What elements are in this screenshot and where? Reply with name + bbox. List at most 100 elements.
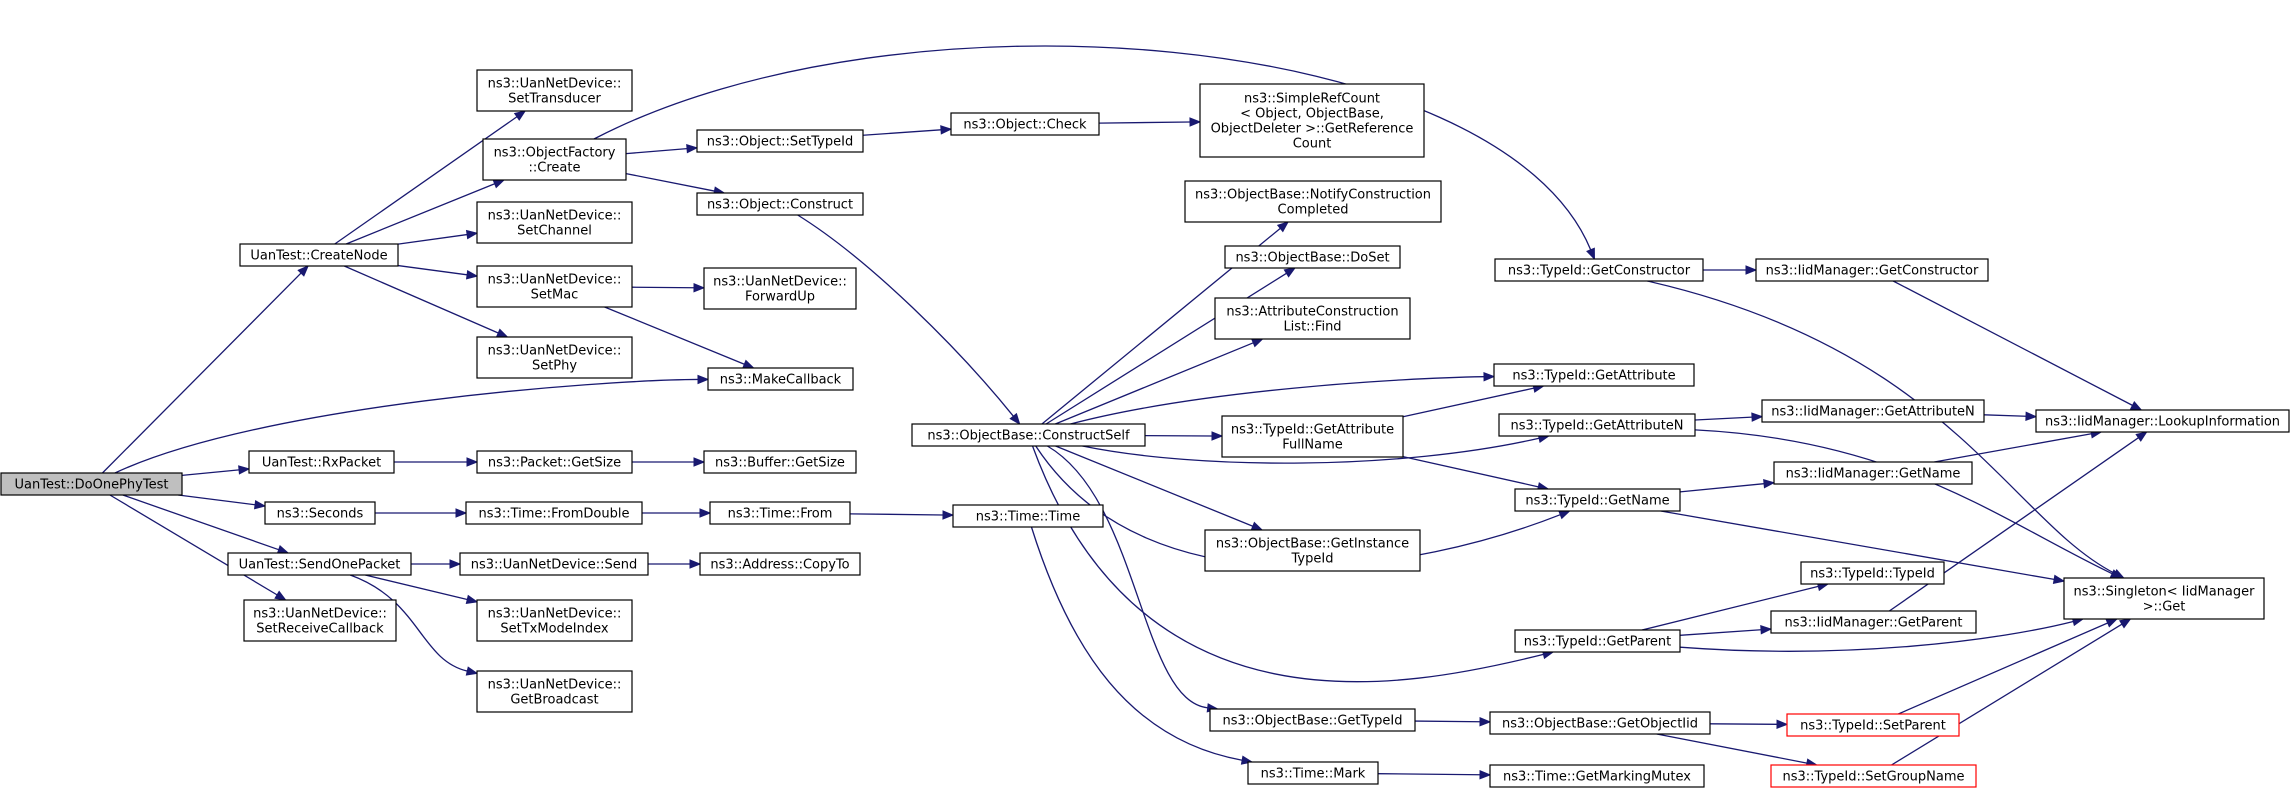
node-label: ns3::ObjectBase::NotifyConstruction: [1195, 188, 1431, 203]
node-getobjectiid[interactable]: ns3::ObjectBase::GetObjectIid: [1489, 711, 1711, 735]
node-notifyconstr[interactable]: ns3::ObjectBase::NotifyConstructionCompl…: [1184, 180, 1442, 223]
node-box: [709, 501, 851, 525]
arrowhead: [693, 457, 706, 467]
node-label: ns3::TypeId::GetName: [1525, 494, 1669, 509]
node-iidgetparent[interactable]: ns3::IidManager::GetParent: [1770, 610, 1977, 634]
node-makecallback[interactable]: ns3::MakeCallback: [707, 367, 854, 391]
edge-dophy-to-rxpacket: [181, 465, 251, 476]
node-label: Completed: [1278, 203, 1349, 218]
edge-iidgetconstr-to-lookupinfo: [1892, 280, 2143, 411]
edge-line: [1647, 280, 2116, 575]
node-getbroadcast[interactable]: ns3::UanNetDevice::GetBroadcast: [476, 670, 633, 713]
node-typeidtypeid[interactable]: ns3::TypeId::TypeId: [1800, 561, 1945, 585]
node-getattribute[interactable]: ns3::TypeId::GetAttribute: [1493, 363, 1695, 387]
node-constructself[interactable]: ns3::ObjectBase::ConstructSelf: [911, 423, 1146, 447]
node-construct[interactable]: ns3::Object::Construct: [696, 192, 864, 216]
node-getmarkingmutex[interactable]: ns3::Time::GetMarkingMutex: [1489, 764, 1705, 788]
node-label: FullName: [1282, 438, 1343, 453]
edge-settypeid-to-check: [862, 125, 953, 136]
node-getattributen[interactable]: ns3::TypeId::GetAttributeN: [1498, 413, 1696, 437]
arrowhead: [1760, 625, 1773, 635]
node-timemark[interactable]: ns3::Time::Mark: [1247, 761, 1379, 785]
arrowhead: [1763, 479, 1776, 489]
edge-createnode-to-setmac: [397, 264, 479, 280]
node-sendonepacket[interactable]: UanTest::SendOnePacket: [227, 552, 412, 576]
edge-dophy-to-setrecvcb: [109, 494, 287, 601]
node-box: [1489, 711, 1711, 735]
node-dophy[interactable]: UanTest::DoOnePhyTest: [0, 472, 183, 496]
node-settypeid[interactable]: ns3::Object::SetTypeId: [696, 129, 864, 153]
arrowhead: [297, 265, 310, 277]
node-refcount[interactable]: ns3::SimpleRefCount< Object, ObjectBase,…: [1199, 83, 1425, 158]
node-box: [1514, 629, 1681, 653]
node-objfactory[interactable]: ns3::ObjectFactory::Create: [482, 138, 627, 181]
node-box: [1770, 610, 1977, 634]
node-timefrom[interactable]: ns3::Time::From: [709, 501, 851, 525]
node-setrecvcb[interactable]: ns3::UanNetDevice::SetReceiveCallback: [243, 599, 397, 642]
edge-line: [797, 214, 1014, 417]
edge-line: [1694, 429, 2113, 575]
node-getconstructor[interactable]: ns3::TypeId::GetConstructor: [1494, 258, 1704, 282]
node-createnode[interactable]: UanTest::CreateNode: [239, 243, 399, 267]
node-label: ns3::TypeId::SetParent: [1800, 719, 1946, 734]
arrowhead: [942, 510, 955, 520]
edge-setgroupname-to-singletonget: [1891, 618, 2132, 766]
node-label: ns3::Time::GetMarkingMutex: [1503, 770, 1691, 785]
node-box: [1514, 488, 1681, 512]
node-iidgetconstr[interactable]: ns3::IidManager::GetConstructor: [1755, 258, 1989, 282]
node-check[interactable]: ns3::Object::Check: [950, 112, 1100, 136]
edge-constructself-to-getattribute: [1070, 371, 1496, 425]
node-setgroupname[interactable]: ns3::TypeId::SetGroupName: [1770, 764, 1977, 788]
edge-line: [1656, 733, 1808, 764]
node-rxpacket[interactable]: UanTest::RxPacket: [248, 450, 395, 474]
call-nodes: UanTest::DoOnePhyTest UanTest::CreateNode…: [0, 69, 2290, 788]
node-setphy[interactable]: ns3::UanNetDevice::SetPhy: [476, 336, 633, 379]
node-doset[interactable]: ns3::ObjectBase::DoSet: [1224, 245, 1401, 269]
node-iidgetattrn[interactable]: ns3::IidManager::GetAttributeN: [1761, 399, 1985, 423]
arrowhead: [697, 374, 710, 385]
node-settxmode[interactable]: ns3::UanNetDevice::SetTxModeIndex: [476, 599, 633, 642]
node-timetime[interactable]: ns3::Time::Time: [952, 504, 1104, 528]
node-getparent[interactable]: ns3::TypeId::GetParent: [1514, 629, 1681, 653]
node-label: SetTxModeIndex: [500, 622, 608, 637]
node-setmac[interactable]: ns3::UanNetDevice::SetMac: [476, 265, 633, 308]
node-label: ns3::TypeId::GetParent: [1524, 635, 1672, 650]
edge-getattributen-to-singletonget: [1694, 429, 2123, 579]
arrowhead: [1276, 221, 1290, 233]
edge-createnode-to-settransducer: [334, 110, 527, 245]
node-label: ns3::TypeId::TypeId: [1810, 567, 1935, 582]
arrowhead: [1250, 521, 1264, 531]
node-label: ForwardUp: [745, 290, 815, 305]
arrowhead: [253, 499, 267, 510]
node-label: List::Find: [1283, 320, 1341, 335]
arrowhead: [1009, 412, 1021, 426]
node-forwardup[interactable]: ns3::UanNetDevice::ForwardUp: [703, 267, 857, 310]
node-seconds[interactable]: ns3::Seconds: [264, 501, 376, 525]
node-timefromdouble[interactable]: ns3::Time::FromDouble: [465, 501, 643, 525]
node-iidgetname[interactable]: ns3::IidManager::GetName: [1773, 461, 1973, 485]
node-singletonget[interactable]: ns3::Singleton< IidManager>::Get: [2063, 577, 2265, 620]
edge-construct-to-constructself: [797, 214, 1021, 426]
node-getname[interactable]: ns3::TypeId::GetName: [1514, 488, 1681, 512]
node-setparent[interactable]: ns3::TypeId::SetParent: [1786, 713, 1960, 737]
node-box: [1489, 764, 1705, 788]
edge-line: [1377, 773, 1481, 776]
node-label: SetReceiveCallback: [256, 622, 384, 637]
node-label: SetMac: [531, 288, 579, 303]
node-label: ns3::IidManager::GetName: [1786, 467, 1961, 482]
node-pktgetsize[interactable]: ns3::Packet::GetSize: [476, 450, 633, 474]
node-lookupinfo[interactable]: ns3::IidManager::LookupInformation: [2035, 409, 2290, 433]
edge-getattrfullname-to-getattribute: [1402, 383, 1545, 418]
node-uansend[interactable]: ns3::UanNetDevice::Send: [459, 552, 649, 576]
node-settransducer[interactable]: ns3::UanNetDevice::SetTransducer: [476, 69, 633, 112]
node-bufgetsize[interactable]: ns3::Buffer::GetSize: [703, 450, 857, 474]
arrowhead: [238, 465, 251, 475]
arrowhead: [2119, 618, 2132, 629]
node-copyto[interactable]: ns3::Address::CopyTo: [699, 552, 861, 576]
node-box: [1247, 761, 1379, 785]
node-setchannel[interactable]: ns3::UanNetDevice::SetChannel: [476, 201, 633, 244]
node-obgettypeid[interactable]: ns3::ObjectBase::GetTypeId: [1209, 708, 1416, 732]
